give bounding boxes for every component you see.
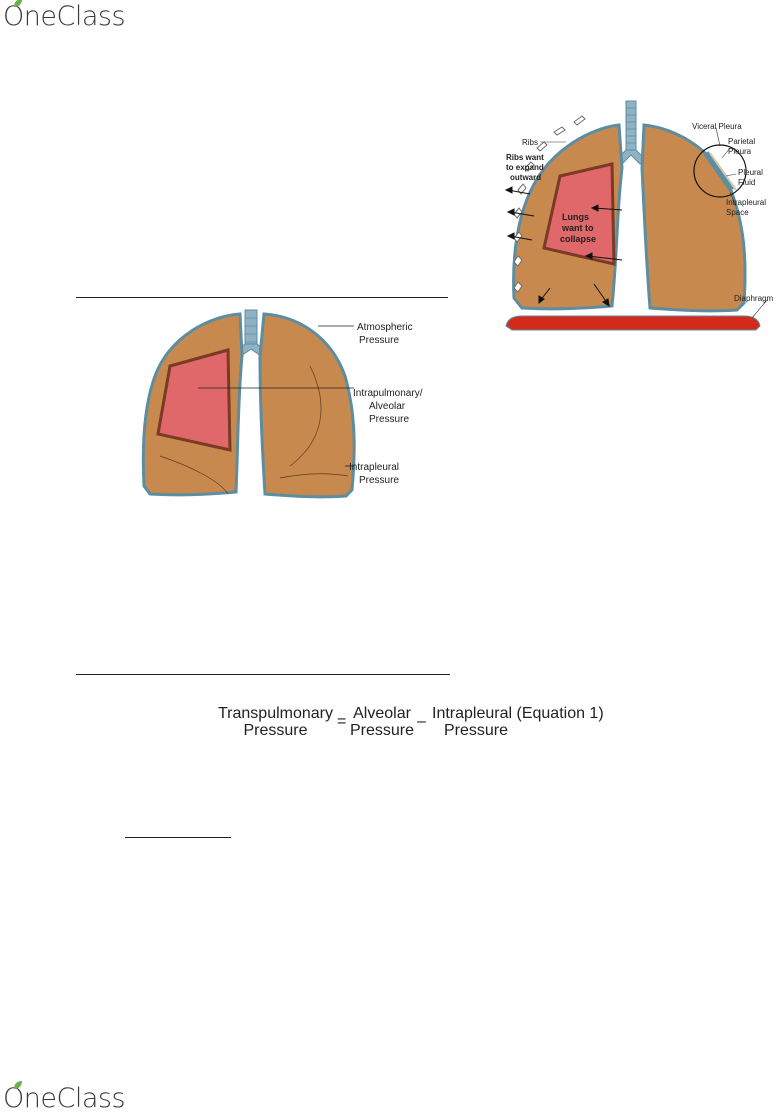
right-lung-2 (258, 312, 356, 499)
label-fluid: Pleural (738, 168, 763, 177)
pleura-diagram: Ribs Ribs want to expand outward Lungs w… (482, 98, 782, 348)
label-intrapulmonary-pressure: Pressure (369, 414, 409, 425)
pleura-diagram-svg: Ribs Ribs want to expand outward Lungs w… (504, 100, 773, 331)
label-atmospheric-2: Pressure (359, 335, 399, 346)
label-atmospheric: Atmospheric (357, 322, 413, 333)
equation-term-1-line-1: Transpulmonary (218, 705, 334, 722)
section-rule-1 (76, 297, 448, 298)
label-ribs: Ribs (522, 138, 538, 147)
section-rule-2 (76, 674, 450, 675)
pressure-diagram: Atmospheric Pressure Intrapulmonary/ Alv… (140, 306, 440, 502)
label-ribs-expand-2: to expand (506, 163, 544, 172)
label-parietal-2: Pleura (728, 147, 752, 156)
equation-term-1-line-2: Pressure (243, 722, 308, 739)
leaf-icon (14, 1081, 22, 1089)
logo-o-footer: O (3, 1081, 24, 1114)
equation-term-2-line-1: Alveolar (353, 705, 411, 722)
label-parietal: Parietal (728, 137, 755, 146)
short-rule (125, 837, 231, 838)
label-intrapleural-pressure: Intrapleural (349, 462, 399, 473)
equation-equals: = (337, 713, 347, 730)
label-intrapleural: Intrapleural (726, 198, 766, 207)
equation-term-alveolar: Alveolar Pressure (350, 705, 414, 739)
equation-minus: – (417, 713, 426, 730)
equation-term-3-line-1: Intrapleural (Equation 1) (432, 705, 604, 722)
leaf-icon (14, 0, 22, 7)
equation-term-2-line-2: Pressure (350, 722, 415, 739)
label-intrapleural-2: Space (726, 208, 749, 217)
logo-text: neClass (23, 1, 126, 32)
equation-term-3-line-2: Pressure (444, 722, 509, 739)
label-ribs-expand-3: outward (510, 173, 541, 182)
equation-term-intrapleural: Intrapleural (Equation 1) Pressure (432, 705, 604, 739)
logo-o: O (3, 0, 24, 32)
label-fluid-2: Fluid (738, 178, 755, 187)
equation-term-transpulmonary: Transpulmonary Pressure (218, 705, 333, 739)
label-ribs-expand: Ribs want (506, 153, 544, 162)
label-lungs: Lungs (562, 212, 589, 222)
label-visceral: Viceral Pleura (692, 122, 742, 131)
label-lungs-3: collapse (560, 234, 596, 244)
label-diaphragm: Diaphragm (734, 294, 773, 303)
label-intrapulmonary: Intrapulmonary/ (353, 388, 423, 399)
label-intrapleural-pressure-2: Pressure (359, 475, 399, 486)
label-alveolar: Alveolar (369, 401, 406, 412)
logo-text-footer: neClass (23, 1083, 126, 1114)
label-lungs-2: want to (561, 223, 594, 233)
pressure-diagram-svg: Atmospheric Pressure Intrapulmonary/ Alv… (141, 309, 423, 499)
